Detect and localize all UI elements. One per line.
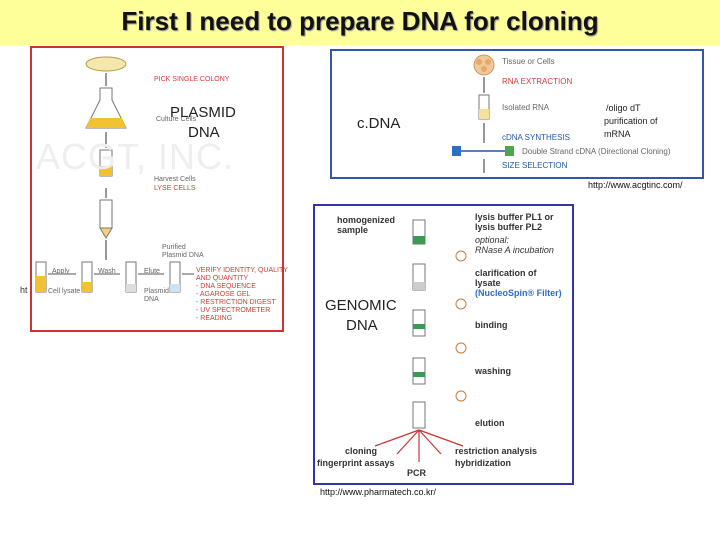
eluted-plasmid-label-1: Plasmid [144,288,169,295]
binding-tube-icon [412,357,426,385]
spin-icon-1 [455,250,467,262]
pharmatech-url: http://www.pharmatech.co.kr/ [320,487,437,497]
wash-label: Wash [98,268,116,275]
washing-label: washing [475,366,512,376]
purified-label-1: Purified [162,244,186,251]
verify-line-4: - AGAROSE GEL [196,291,251,298]
adapter-left-icon [452,146,461,156]
fingerprint-label: fingerprint assays [317,458,395,468]
eluted-plasmid-label-2: DNA [144,296,159,303]
double-strand-label: Double Strand cDNA (Directional Cloning) [522,147,671,156]
pick-colony-label: PICK SINGLE COLONY [154,76,230,83]
elution-label: elution [475,418,505,428]
genomic-label-line1: GENOMIC [325,297,397,314]
oligo-note-line2: purification of [604,116,658,126]
cdna-synthesis-label: cDNA SYNTHESIS [502,133,571,142]
clarification-label-2: lysate [475,278,501,288]
plasmid-diagram-graphics [35,56,194,293]
plasmid-label-line1: PLASMID [170,104,236,121]
culture-cells-label: Culture Cells [156,116,197,123]
cdna-label: c.DNA [357,115,401,132]
tissue-label: Tissue or Cells [502,57,555,66]
plasmid-label-line2: DNA [188,124,220,141]
clarification-label-1: clarification of [475,268,537,278]
genomic-diagram-graphics [374,219,467,462]
spin-column-icon [99,199,113,229]
verify-line-1: VERIFY IDENTITY, QUALITY [196,267,288,274]
lysis-label-2: lysis buffer PL2 [475,222,543,232]
oligo-note-line1: /oligo dT [606,103,641,113]
isolated-rna-label: Isolated RNA [502,103,550,112]
optional-label-1: optional: [475,235,510,245]
elute-label: Elute [144,268,160,275]
spin-icon-3 [455,342,467,354]
verify-line-3: - DNA SEQUENCE [196,283,256,290]
homogenized-label-1: homogenized [337,215,395,225]
restriction-label: restriction analysis [455,446,538,456]
homogenized-label-2: sample [337,225,369,235]
clarification-label-3: (NucleoSpin® Filter) [475,288,562,298]
pcr-label: PCR [407,468,427,478]
slide-title: First I need to prepare DNA for cloning [121,6,599,36]
adapter-right-icon [505,146,514,156]
spin-icon-2 [455,298,467,310]
rna-extraction-label: RNA EXTRACTION [502,77,573,86]
purified-label-2: Plasmid DNA [162,252,204,259]
verify-line-2: AND QUANTITY [196,275,249,282]
verify-line-6: - UV SPECTROMETER [196,307,271,314]
verify-line-5: - RESTRICTION DIGEST [196,299,276,306]
left-edge-fragment: ht [20,285,28,295]
cell-lysate-label: Cell lysate [48,288,81,295]
plasmid-watermark: ACGT, INC. [36,136,235,177]
plasmid-prep-diagram: ACGT, INC. PICK SINGLE COLONY Culture Ce… [30,46,288,332]
genomic-prep-diagram: homogenized sample lysis buffer PL1 or l… [313,204,574,485]
spin-icon-4 [455,390,467,402]
title-bar: First I need to prepare DNA for cloning [0,0,720,45]
acgt-url: http://www.acgtinc.com/ [588,180,683,190]
optional-label-2: RNase A incubation [475,245,554,255]
cdna-prep-diagram: Tissue or Cells RNA EXTRACTION Isolated … [330,49,704,179]
cdna-diagram-graphics [452,54,514,173]
harvest-cells-label: Harvest Cells [154,176,196,183]
lysis-label-1: lysis buffer PL1 or [475,212,554,222]
hybridization-label: hybridization [455,458,511,468]
petri-dish-icon [85,56,127,72]
genomic-label-line2: DNA [346,317,378,334]
filter-tube-icon [412,309,426,337]
oligo-note-line3: mRNA [604,129,631,139]
cloning-label: cloning [345,446,377,456]
apply-label: Apply [52,268,70,275]
verify-line-7: - READING [196,315,233,322]
size-selection-label: SIZE SELECTION [502,161,568,170]
binding-label: binding [475,320,508,330]
elution-tube-icon [412,401,426,429]
lyse-cells-label: LYSE CELLS [154,185,196,192]
